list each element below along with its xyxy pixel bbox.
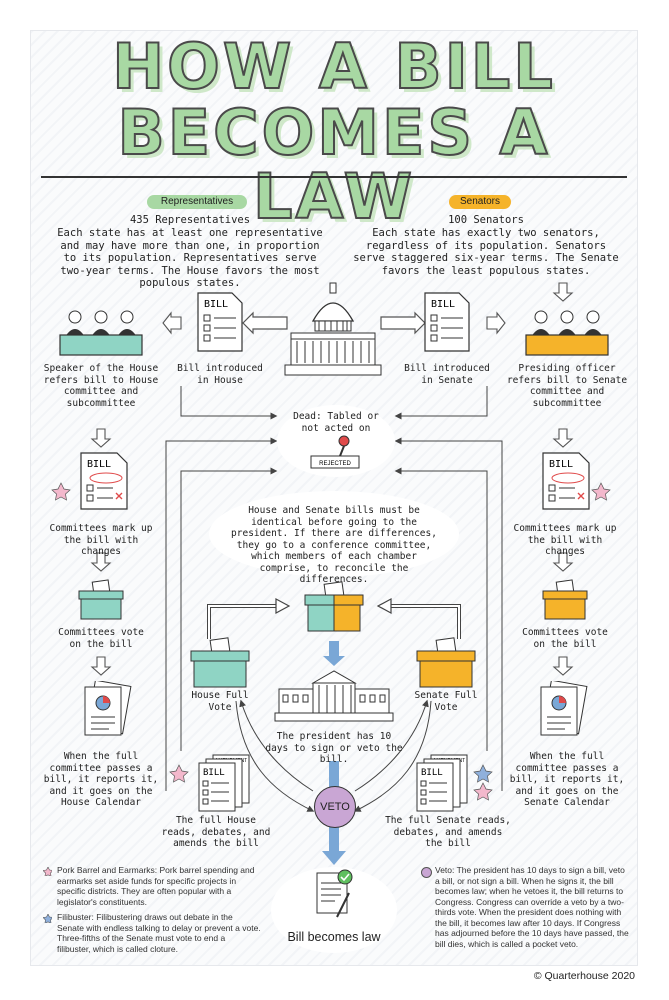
filibuster-note: Filibuster: Filibustering draws out deba… <box>57 912 261 954</box>
copyright: © Quarterhouse 2020 <box>533 970 635 982</box>
senate-count: 100 Senators <box>448 214 524 226</box>
senators-tag: Senators <box>449 195 511 209</box>
svg-text:BILL: BILL <box>431 299 455 310</box>
filibuster-star-icon <box>43 914 52 923</box>
house-count: 435 Representatives <box>129 214 251 226</box>
house-committee-icon <box>59 307 143 357</box>
house-reads-label: The full House reads, debates, and amend… <box>161 815 271 849</box>
senate-full-vote-ballot-icon <box>415 637 477 689</box>
veto-note-bullet-icon <box>421 867 432 878</box>
pork-star-icon <box>43 867 52 876</box>
senate-description: Each state has exactly two senators, reg… <box>353 227 619 277</box>
senate-committee-icon <box>525 307 609 357</box>
dead-label: Dead: Tabled or not acted on <box>293 411 379 434</box>
senate-reads-label: The full Senate reads, debates, and amen… <box>385 815 511 849</box>
senate-markup-label: Committees mark up the bill with changes <box>513 523 617 557</box>
conference-text: House and Senate bills must be identical… <box>231 505 437 585</box>
svg-text:BILL: BILL <box>549 459 573 470</box>
senate-committee-vote-label: Committees vote on the bill <box>522 627 608 650</box>
white-house-icon <box>273 669 395 727</box>
senate-calendar-label: When the full committee passes a bill, i… <box>509 751 625 808</box>
presiding-officer-label: Presiding officer refers bill to Senate … <box>506 363 628 409</box>
svg-text:BILL: BILL <box>421 768 443 778</box>
rejected-stamp-text: REJECTED <box>319 461 351 467</box>
capitol-icon <box>283 281 383 381</box>
svg-text:BILL: BILL <box>203 768 225 778</box>
poster: HOW A BILL BECOMES A LAW <box>30 30 638 966</box>
senate-bill-icon: BILL <box>423 291 471 353</box>
senate-markup-bill-icon: BILL <box>541 451 591 511</box>
veto-note: Veto: The president has 10 days to sign … <box>435 865 629 949</box>
senate-amendment-stack-icon: AMENDMENTBILL <box>415 753 471 813</box>
flow-connectors <box>51 282 611 865</box>
senate-full-vote-label: Senate Full Vote <box>414 690 478 713</box>
house-bill-introduced-label: Bill introduced in House <box>177 363 263 386</box>
conference-ballot-icon <box>303 581 365 633</box>
law-scroll-icon <box>311 869 357 921</box>
house-committee-vote-label: Committees vote on the bill <box>58 627 144 650</box>
house-full-vote-label: House Full Vote <box>191 690 249 713</box>
senate-bill-introduced-label: Bill introduced in Senate <box>404 363 490 386</box>
house-calendar-doc-icon <box>81 681 133 739</box>
svg-text:BILL: BILL <box>87 459 111 470</box>
title-line-2: BECOMES A LAW <box>116 96 551 233</box>
house-amendment-stack-icon: AMENDMENTBILL <box>197 753 253 813</box>
pork-note: Pork Barrel and Earmarks: Pork barrel sp… <box>57 865 255 907</box>
svg-text:BILL: BILL <box>204 299 228 310</box>
president-label: The president has 10 days to sign or vet… <box>265 731 403 765</box>
house-bill-icon: BILL <box>196 291 244 353</box>
conference-cloud <box>209 491 459 577</box>
representatives-tag: Representatives <box>147 195 247 209</box>
senate-calendar-doc-icon <box>537 681 589 739</box>
title-rule <box>41 176 627 178</box>
senate-committee-ballot-icon <box>541 579 589 621</box>
veto-badge: VETO <box>314 786 356 828</box>
title-line-1: HOW A BILL <box>111 30 556 103</box>
house-markup-bill-icon: BILL <box>79 451 129 511</box>
house-full-vote-ballot-icon <box>189 637 251 689</box>
speaker-refers-label: Speaker of the House refers bill to Hous… <box>43 363 159 409</box>
house-description: Each state has at least one representati… <box>57 227 323 289</box>
house-calendar-label: When the full committee passes a bill, i… <box>43 751 159 808</box>
law-label: Bill becomes law <box>287 930 381 944</box>
rejected-stamp-icon: REJECTED <box>307 434 363 470</box>
house-markup-label: Committees mark up the bill with changes <box>49 523 153 557</box>
house-committee-ballot-icon <box>77 579 125 621</box>
